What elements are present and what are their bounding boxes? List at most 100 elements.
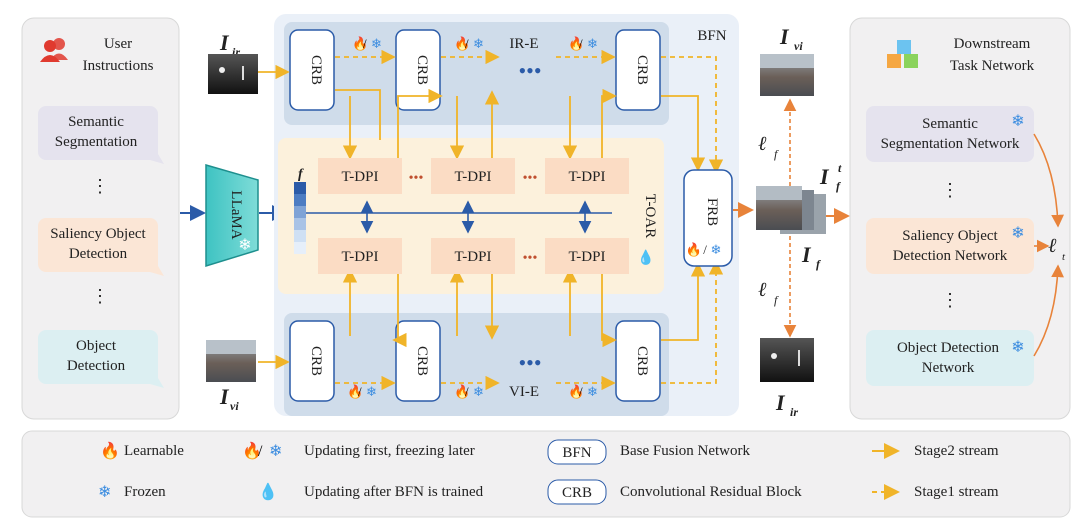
fire-snow-icon-frb: 🔥 / ❄: [686, 242, 722, 257]
legend-bfn: BFN Base Fusion Network: [547, 439, 750, 465]
svg-text:I: I: [801, 242, 812, 267]
crb-top-2: CRB: [395, 29, 441, 111]
svg-text:❄: ❄: [587, 384, 598, 399]
svg-text:❄: ❄: [473, 36, 484, 51]
svg-text:ℓ: ℓ: [758, 133, 767, 155]
svg-text:ℓ: ℓ: [1048, 235, 1057, 257]
svg-text:❄: ❄: [711, 242, 722, 257]
svg-text:t: t: [838, 161, 842, 175]
svg-text:🔥: 🔥: [454, 36, 470, 51]
task-saliency-detection: [866, 218, 1034, 274]
svg-text:🔥: 🔥: [100, 441, 120, 460]
svg-text:CRB: CRB: [634, 55, 650, 85]
svg-text:Updating after BFN is trained: Updating after BFN is trained: [304, 484, 484, 500]
crb-bottom-3: CRB: [615, 320, 661, 402]
task-saliency-line2: Detection Network: [893, 248, 1008, 264]
legend-learnable: 🔥 Learnable: [100, 441, 184, 460]
svg-text:❄: ❄: [98, 484, 111, 501]
svg-text:T-DPI: T-DPI: [569, 249, 606, 265]
svg-text:/: /: [258, 443, 263, 460]
svg-text:I: I: [775, 390, 786, 415]
svg-text:ℓ: ℓ: [758, 279, 767, 301]
svg-text:🔥: 🔥: [454, 384, 470, 399]
fire-snow-icon: 🔥/❄: [347, 384, 377, 399]
input-ir-image: [208, 54, 258, 94]
ellipsis-tdpi-top: •••: [409, 171, 424, 186]
frozen-icon: ❄: [1011, 113, 1024, 130]
svg-text:f: f: [774, 147, 779, 161]
svg-text:❄: ❄: [269, 443, 282, 460]
output-ir-label: I ir: [775, 390, 798, 419]
instruction-saliency-line1: Saliency Object: [50, 226, 146, 242]
svg-text:❄: ❄: [371, 36, 382, 51]
svg-text:T-DPI: T-DPI: [455, 169, 492, 185]
output-vi-label: I vi: [779, 24, 803, 53]
ellipsis-tdpi-mid: •••: [523, 171, 538, 186]
svg-text:Stage2 stream: Stage2 stream: [914, 443, 999, 459]
svg-text:f: f: [836, 179, 841, 193]
svg-text:🔥: 🔥: [568, 36, 584, 51]
legend-stage2: Stage2 stream: [872, 443, 999, 459]
fused-image-label: I f: [801, 242, 821, 271]
vi-encoder-label: VI-E: [509, 384, 539, 400]
svg-text:f: f: [774, 293, 779, 307]
svg-text:❄: ❄: [587, 36, 598, 51]
tdpi-bottom-1: T-DPI: [318, 238, 402, 274]
tdpi-top-1: T-DPI: [318, 158, 402, 194]
svg-text:🔥: 🔥: [242, 441, 262, 460]
svg-text:❄: ❄: [366, 384, 377, 399]
svg-text:ir: ir: [790, 405, 798, 419]
ellipsis-vertical: ⋮: [91, 176, 109, 196]
text-feature-label: f: [298, 167, 304, 182]
svg-text:/: /: [465, 384, 469, 399]
svg-text:CRB: CRB: [308, 346, 324, 376]
legend-frozen: ❄ Frozen: [98, 484, 166, 501]
llama-block: [205, 164, 259, 268]
frozen-icon: ❄: [238, 237, 251, 254]
svg-text:FRB: FRB: [704, 198, 720, 226]
svg-text:vi: vi: [794, 39, 803, 53]
instruction-object-line1: Object: [76, 338, 117, 354]
downstream-title-line1: Downstream: [954, 36, 1031, 52]
instruction-bubble-saliency: [38, 218, 164, 276]
svg-text:I: I: [219, 384, 230, 409]
fire-snow-icon: 🔥/❄: [568, 384, 598, 399]
svg-text:CRB: CRB: [414, 55, 430, 85]
svg-text:T-DPI: T-DPI: [342, 169, 379, 185]
frozen-icon: ❄: [1011, 225, 1024, 242]
svg-text:/: /: [358, 384, 362, 399]
t-oar-label: T-OAR: [642, 194, 658, 238]
output-ir-image: [760, 338, 814, 382]
svg-text:Updating first, freezing later: Updating first, freezing later: [304, 443, 475, 459]
ir-encoder-label: IR-E: [509, 36, 538, 52]
ellipsis-vertical: ⋮: [941, 180, 959, 200]
legend-updating-after: 💧 Updating after BFN is trained: [258, 482, 484, 501]
ellipsis-ir: •••: [518, 58, 541, 83]
task-object-line1: Object Detection: [897, 340, 1000, 356]
svg-text:T-DPI: T-DPI: [569, 169, 606, 185]
fire-snow-icon: 🔥/❄: [352, 36, 382, 51]
svg-text:Convolutional Residual Block: Convolutional Residual Block: [620, 484, 802, 500]
task-object-line2: Network: [922, 360, 975, 376]
svg-text:/: /: [703, 242, 707, 257]
ellipsis-tdpi-bottom: •••: [523, 251, 538, 266]
fused-image-stack: [756, 186, 826, 234]
crb-top-3: CRB: [615, 29, 661, 111]
fire-snow-icon: 🔥/❄: [454, 384, 484, 399]
user-instructions-title-line2: Instructions: [83, 58, 154, 74]
svg-text:ir: ir: [232, 45, 240, 59]
svg-text:I: I: [219, 30, 230, 55]
task-semantic-line2: Segmentation Network: [881, 136, 1020, 152]
crb-bottom-2: CRB: [395, 320, 441, 402]
svg-text:T-DPI: T-DPI: [455, 249, 492, 265]
svg-text:BFN: BFN: [562, 445, 591, 461]
instruction-semantic-line1: Semantic: [68, 114, 124, 130]
frozen-icon: ❄: [1011, 339, 1024, 356]
legend-updating-first: 🔥 / ❄ Updating first, freezing later: [242, 441, 475, 460]
loss-t: ℓ t: [1048, 235, 1066, 263]
instruction-object-line2: Detection: [67, 358, 126, 374]
ellipsis-vi: •••: [518, 350, 541, 375]
svg-text:Stage1 stream: Stage1 stream: [914, 484, 999, 500]
